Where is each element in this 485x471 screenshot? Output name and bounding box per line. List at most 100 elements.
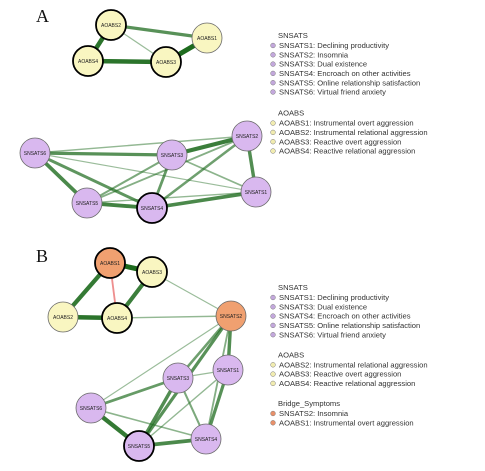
node-circle	[240, 176, 272, 208]
node-label: AOABS1	[197, 36, 217, 42]
legend-marker	[270, 332, 276, 338]
node-snsats3: SNSATS3	[156, 139, 188, 171]
legend-item: AOABS4: Reactive relational aggression	[270, 379, 415, 388]
legend-item-label: SNSATS1: Declining productivity	[279, 293, 389, 302]
legend-item-label: SNSATS4: Encroach on other activities	[279, 312, 411, 321]
legend-item-label: SNSATS6: Virtual friend anxiety	[279, 88, 386, 97]
legend-marker	[270, 380, 276, 387]
node-label: SNSATS3	[161, 153, 184, 159]
node-label: SNSATS3	[167, 376, 190, 382]
edge-snsats6-snsats4	[33, 151, 154, 210]
node-circle	[19, 137, 51, 169]
legend-item-label: AOABS4: Reactive relational aggression	[279, 379, 415, 388]
edge-snsats3-snsats5	[85, 153, 174, 205]
legend-item: SNSATS4: Encroach on other activities	[270, 312, 411, 321]
node-label: AOABS2	[53, 315, 73, 321]
legend-item: SNSATS2: Insomnia	[270, 409, 349, 418]
legend-group-title: AOABS	[278, 350, 304, 359]
node-circle	[191, 22, 223, 54]
legend-item: AOABS1: Instrumental overt aggression	[270, 119, 414, 128]
legend-item: AOABS2: Instrumental relational aggressi…	[270, 128, 428, 137]
node-circle	[212, 354, 244, 386]
legend-item-label: SNSATS2: Insomnia	[279, 409, 349, 418]
panel-a-edges	[33, 22, 258, 210]
legend-item: AOABS3: Reactive overt aggression	[270, 137, 401, 146]
legend-item-label: AOABS2: Instrumental relational aggressi…	[279, 360, 428, 369]
node-label: SNSATS5	[128, 444, 151, 450]
legend-marker	[270, 148, 276, 154]
node-label: SNSATS6	[24, 151, 47, 157]
node-circle	[136, 256, 168, 288]
legend-marker	[270, 139, 276, 145]
node-circle	[95, 9, 127, 41]
node-snsats1: SNSATS1	[240, 176, 272, 208]
legend-item: AOABS3: Reactive overt aggression	[270, 370, 401, 379]
node-circle	[94, 247, 126, 279]
node-snsats5: SNSATS5	[71, 187, 103, 219]
legend-item-label: AOABS3: Reactive overt aggression	[279, 370, 401, 379]
node-circle	[136, 192, 168, 224]
node-aoabs4: AOABS4	[72, 45, 104, 77]
legend-group-title: SNSATS	[278, 283, 308, 292]
legend-item-label: AOABS1: Instrumental overt aggression	[279, 119, 414, 128]
legend-item-label: SNSATS5: Online relationship satisfactio…	[279, 78, 420, 87]
legend-marker	[270, 420, 276, 426]
legend-item-label: AOABS4: Reactive relational aggression	[279, 147, 415, 156]
legend-item: SNSATS5: Online relationship satisfactio…	[270, 78, 420, 87]
legend-item-label: SNSATS6: Virtual friend anxiety	[279, 330, 386, 339]
node-circle	[156, 139, 188, 171]
node-circle	[72, 45, 104, 77]
node-circle	[123, 430, 155, 462]
legend-item-label: SNSATS4: Encroach on other activities	[279, 69, 411, 78]
node-circle	[47, 301, 79, 333]
legend-marker	[270, 61, 276, 67]
edge-snsats4-snsats2	[150, 134, 249, 210]
legend-item-label: SNSATS2: Insomnia	[279, 50, 349, 59]
legend-item-label: SNSATS5: Online relationship satisfactio…	[279, 321, 420, 330]
node-snsats6: SNSATS6	[19, 137, 51, 169]
node-label: SNSATS2	[220, 314, 243, 320]
node-label: AOABS1	[100, 261, 120, 267]
node-circle	[215, 300, 247, 332]
legend-group-title: AOABS	[278, 109, 304, 118]
node-label: SNSATS4	[141, 206, 164, 212]
legend-marker	[270, 362, 276, 368]
node-label: SNSATS6	[80, 406, 103, 412]
node-aoabs4: AOABS4	[101, 302, 133, 334]
legend-item-label: AOABS1: Instrumental overt aggression	[279, 418, 414, 427]
node-snsats6: SNSATS6	[75, 392, 107, 424]
node-circle	[162, 362, 194, 394]
panel-a-label: A	[36, 6, 49, 26]
legend-marker	[270, 294, 276, 301]
legend-marker	[270, 322, 276, 329]
legend-marker	[270, 129, 276, 136]
node-label: SNSATS2	[236, 134, 259, 140]
edge-snsats2-snsats6	[90, 315, 232, 409]
edge-aoabs2-aoabs1	[109, 23, 209, 40]
node-aoabs2: AOABS2	[47, 301, 79, 333]
node-aoabs3: AOABS3	[136, 256, 168, 288]
node-snsats2: SNSATS2	[215, 300, 247, 332]
legend-item: SNSATS2: Insomnia	[270, 50, 349, 59]
node-circle	[231, 120, 263, 152]
legend-item-label: SNSATS3: Dual existence	[279, 302, 367, 311]
legend-marker	[270, 42, 276, 49]
legend-item: SNSATS6: Virtual friend anxiety	[270, 88, 386, 97]
legend-marker	[270, 80, 276, 86]
edge-snsats6-snsats4	[90, 407, 207, 440]
legend-group-title: Bridge_Symptoms	[278, 399, 340, 408]
node-aoabs2: AOABS2	[95, 9, 127, 41]
edge-aoabs4-snsats2	[116, 315, 232, 319]
node-circle	[75, 392, 107, 424]
node-circle	[71, 187, 103, 219]
legend-item: SNSATS1: Declining productivity	[270, 41, 389, 50]
legend-item-label: AOABS3: Reactive overt aggression	[279, 137, 401, 146]
node-snsats2: SNSATS2	[231, 120, 263, 152]
